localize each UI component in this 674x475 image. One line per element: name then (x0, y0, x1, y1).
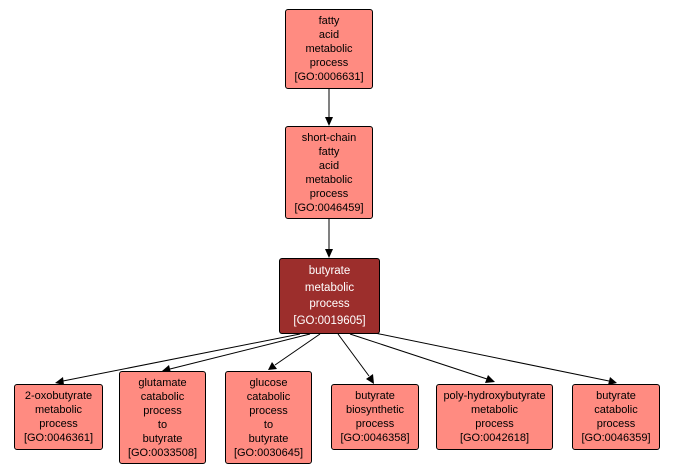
node-label-line: butyrate (596, 390, 636, 402)
node-label-line: butyrate (355, 390, 395, 402)
edge-butyrate-to-poly-hydroxybutyrate (349, 333, 488, 380)
node-label-line: acid (318, 159, 340, 172)
node-label-line: process (355, 418, 395, 430)
node-label-line: process (309, 57, 349, 69)
node-butyrate-biosynthetic-process[interactable]: butyrate biosynthetic process [GO:004635… (331, 384, 419, 450)
node-label-line: poly-hydroxybutyrate (443, 390, 546, 402)
node-label-line: butyrate (308, 265, 351, 277)
arrowhead (325, 249, 333, 258)
node-label-line: metabolic (470, 404, 519, 416)
node-label-line: process (249, 404, 288, 417)
node-label-line: catabolic (246, 390, 291, 403)
node-label-line: glutamate (138, 376, 187, 389)
node-label-line: catabolic (594, 404, 638, 416)
node-glutamate-catabolic-process-to-butyrate[interactable]: glutamate catabolic process to butyrate … (119, 371, 206, 464)
node-go-id: [GO:0046361] (23, 432, 94, 444)
edge-butyrate-to-2-oxobutyrate (62, 333, 301, 382)
node-glucose-catabolic-process-to-butyrate[interactable]: glucose catabolic process to butyrate [G… (225, 371, 312, 464)
node-label-line: metabolic (305, 43, 353, 55)
node-butyrate-catabolic-process[interactable]: butyrate catabolic process [GO:0046359] (572, 384, 660, 450)
arrowhead (608, 377, 617, 385)
node-go-id: [GO:0046459] (294, 201, 364, 214)
node-poly-hydroxybutyrate-metabolic-process[interactable]: poly-hydroxybutyrate metabolic process [… (436, 384, 553, 450)
edge-butyrate-to-glutamate (169, 333, 311, 370)
edge-butyrate-to-catabolic (359, 329, 610, 382)
node-label-line: to (263, 418, 274, 431)
edge-butyrate-to-glucose (274, 333, 321, 366)
node-label-line: metabolic (304, 281, 355, 294)
node-go-id: [GO:0033508] (127, 446, 198, 459)
node-label-line: acid (318, 29, 340, 41)
node-go-id: [GO:0006631] (294, 71, 364, 83)
node-label-line: fatty (318, 15, 340, 27)
node-label-line: butyrate (248, 432, 289, 445)
node-label-line: short-chain (301, 131, 357, 144)
edge-butyrate-to-biosynthetic (337, 333, 370, 377)
arrowhead (485, 375, 495, 383)
node-label-line: fatty (318, 145, 340, 158)
node-label-line: biosynthetic (345, 404, 405, 416)
node-label-line: process (309, 298, 350, 310)
node-label-line: 2-oxobutyrate (24, 390, 93, 402)
node-label-line: catabolic (140, 390, 185, 403)
node-label-line: to (157, 418, 168, 431)
node-label-line: process (475, 418, 514, 430)
node-go-id: [GO:0046359] (581, 432, 651, 444)
node-label-line: glucose (249, 376, 288, 389)
arrowhead (366, 374, 374, 384)
arrowhead (325, 117, 333, 126)
node-go-id: [GO:0042618] (459, 432, 530, 444)
arrowhead (55, 377, 64, 385)
node-label-line: process (143, 404, 182, 417)
node-label-line: butyrate (142, 432, 183, 445)
node-label-line: metabolic (34, 404, 83, 416)
node-short-chain-fatty-acid-metabolic-process[interactable]: short-chain fatty acid metabolic process… (285, 126, 373, 219)
node-go-id: [GO:0030645] (233, 446, 304, 459)
node-go-id: [GO:0046358] (340, 432, 410, 444)
node-fatty-acid-metabolic-process[interactable]: fatty acid metabolic process [GO:0006631… (285, 9, 373, 89)
node-butyrate-metabolic-process[interactable]: butyrate metabolic process [GO:0019605] (279, 258, 380, 334)
node-label-line: process (596, 418, 636, 430)
node-go-id: [GO:0019605] (293, 314, 366, 327)
node-2-oxobutyrate-metabolic-process[interactable]: 2-oxobutyrate metabolic process [GO:0046… (14, 384, 103, 450)
node-label-line: process (309, 187, 349, 200)
arrowhead (268, 362, 277, 370)
node-label-line: process (39, 418, 78, 430)
node-label-line: metabolic (305, 173, 353, 186)
